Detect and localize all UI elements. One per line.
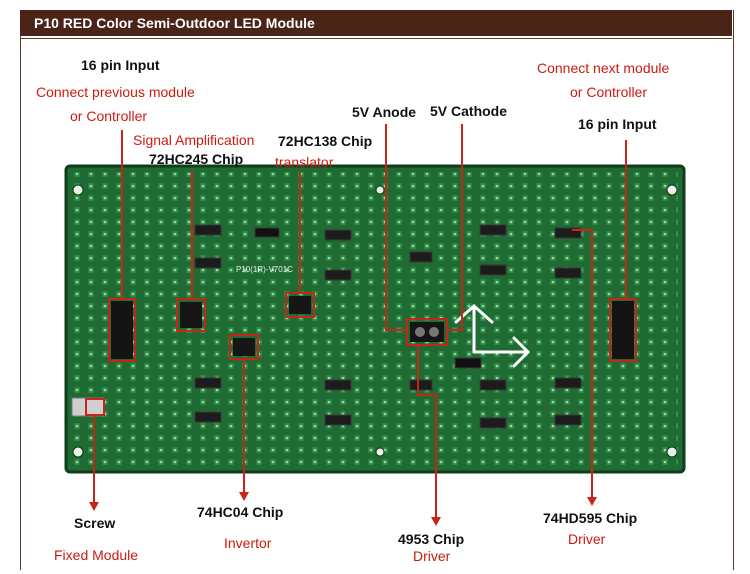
chip-74hc04-box <box>229 334 259 360</box>
chip-4953-subtitle: Driver <box>413 548 451 564</box>
input-left-title: 16 pin Input <box>81 57 160 73</box>
input-left-line2: or Controller <box>70 108 148 124</box>
led-matrix <box>72 172 678 466</box>
screw-box <box>71 397 105 417</box>
chip-04-title: 74HC04 Chip <box>197 504 284 520</box>
input-right-line1: Connect next module <box>537 60 670 76</box>
diagram-frame <box>20 10 734 570</box>
direction-arrows <box>454 303 531 368</box>
ic-chips <box>194 224 582 429</box>
screw-subtitle: Fixed Module <box>54 547 139 563</box>
connector-left <box>108 298 136 362</box>
board-silkscreen: P10(1R)-V701C <box>236 265 293 274</box>
cathode-label: 5V Cathode <box>430 103 508 119</box>
callout-lines <box>93 124 627 520</box>
mounting-holes <box>72 184 678 458</box>
connector-right <box>609 298 637 362</box>
input-right-line2: or Controller <box>570 84 648 100</box>
chip-245-title: 72HC245 Chip <box>149 151 244 167</box>
chip-72hc245-box <box>176 298 206 332</box>
input-left-line1: Connect previous module <box>36 84 195 100</box>
chip-595-subtitle: Driver <box>568 531 606 547</box>
anode-label: 5V Anode <box>352 104 417 120</box>
chip-138-subtitle: translator <box>275 154 334 170</box>
chip-4953-title: 4953 Chip <box>398 531 465 547</box>
page-title: P10 RED Color Semi-Outdoor LED Module <box>20 10 732 36</box>
input-right-title: 16 pin Input <box>578 116 657 132</box>
header-divider <box>20 38 732 39</box>
callout-arrowheads <box>89 492 597 526</box>
chip-595-title: 74HD595 Chip <box>543 510 638 526</box>
chip-04-subtitle: Invertor <box>224 535 272 551</box>
chip-138-title: 72HC138 Chip <box>278 133 373 149</box>
screw-title: Screw <box>74 515 116 531</box>
chip-245-subtitle: Signal Amplification <box>133 132 255 148</box>
chip-72hc138-box <box>285 292 315 318</box>
power-terminal-box <box>406 318 448 346</box>
